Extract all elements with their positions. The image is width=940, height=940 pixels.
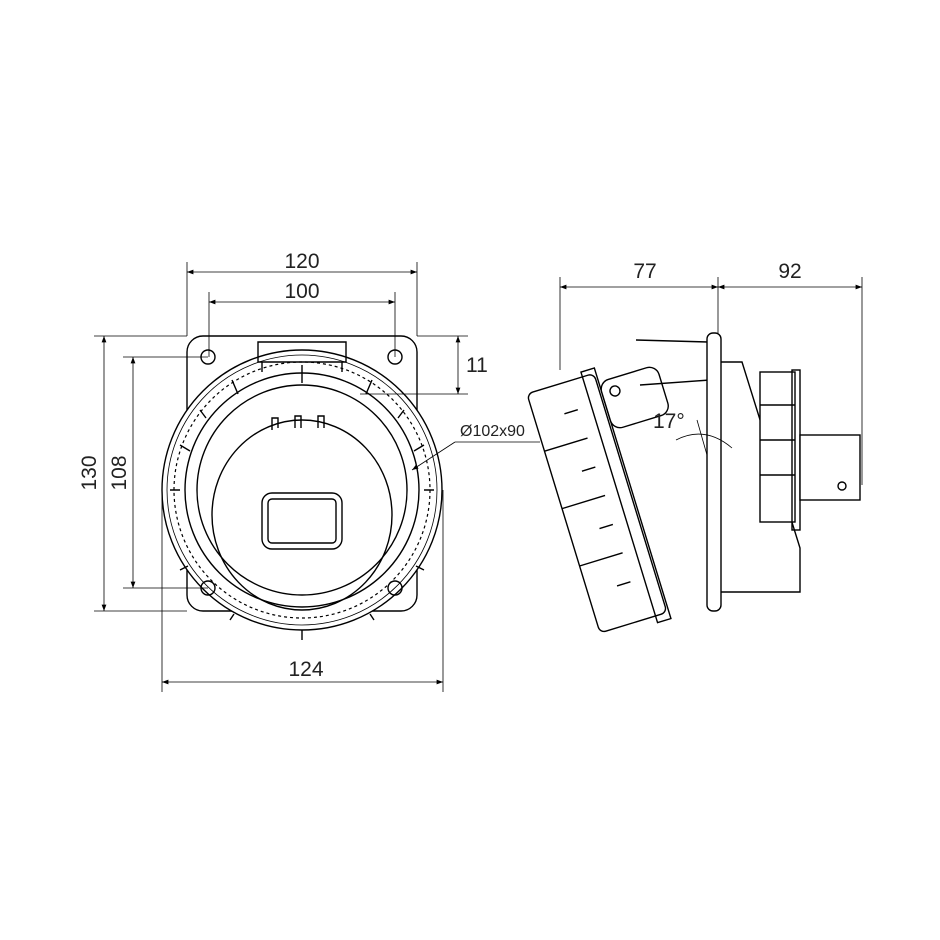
tilted-socket-body: [527, 366, 672, 633]
side-view: [527, 277, 863, 633]
dim-overall-width: 124: [288, 658, 323, 681]
socket-window: [261, 492, 343, 550]
dim-hole-spacing-v: 108: [108, 455, 131, 490]
front-view: [94, 262, 540, 692]
tilt-angle: 17°: [653, 410, 685, 433]
mounting-hole: [387, 580, 403, 596]
dim-rear-depth: 92: [778, 260, 801, 283]
dim-height-outer: 130: [78, 455, 101, 490]
mounting-plate-side: [706, 332, 722, 612]
dim-width-outer: 120: [284, 250, 319, 273]
dim-cutout: Ø102x90: [460, 423, 525, 440]
dim-front-depth: 77: [633, 260, 656, 283]
terminal-block: [799, 434, 861, 501]
rear-housing: [759, 371, 796, 523]
dim-hole-spacing-h: 100: [284, 280, 319, 303]
dim-top-offset: 11: [466, 354, 488, 377]
